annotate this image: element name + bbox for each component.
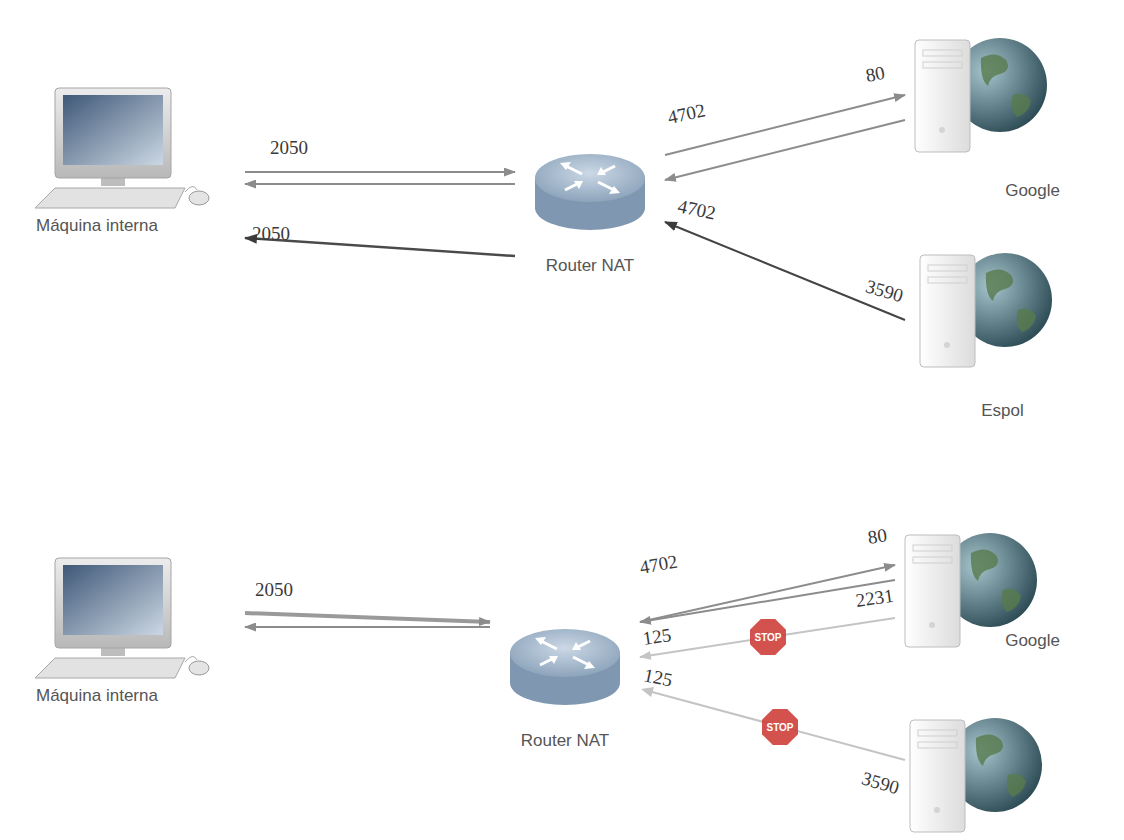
- arrow-head: [641, 687, 654, 697]
- router-icon: [535, 154, 645, 230]
- port-number: 80: [864, 63, 886, 87]
- flow-arrow: [245, 613, 490, 622]
- flow-arrow: [245, 626, 490, 628]
- blocked-arrow: [652, 692, 905, 760]
- device-label: Router NAT: [546, 256, 635, 276]
- server-icon: [915, 38, 1047, 152]
- port-number: 2050: [255, 580, 293, 601]
- port-number: 4702: [638, 552, 679, 579]
- device-node: Máquina interna: [30, 80, 245, 240]
- port-number: 4702: [676, 196, 718, 224]
- device-node: Máquina interna: [30, 550, 245, 710]
- stop-sign: STOP: [750, 619, 786, 655]
- device-label: Google: [1005, 181, 1060, 201]
- device-node: Router NAT: [515, 145, 665, 280]
- device-label: Máquina interna: [36, 216, 158, 236]
- flow-arrow: [640, 565, 895, 622]
- computer-icon: [35, 88, 209, 208]
- port-number: 2050: [252, 224, 290, 245]
- flow-arrow: [665, 95, 905, 155]
- device-node: Google: [905, 35, 1100, 205]
- device-node: Google: [895, 530, 1100, 655]
- computer-icon: [35, 558, 209, 678]
- server-icon: [920, 253, 1052, 367]
- port-number: 125: [642, 665, 674, 691]
- device-label: Router NAT: [521, 731, 610, 751]
- flow-arrow: [245, 183, 515, 185]
- flow-arrow: [665, 120, 905, 180]
- port-number: 3590: [863, 276, 905, 307]
- port-number: 2050: [270, 138, 308, 159]
- flow-arrow: [640, 580, 895, 622]
- device-label: Google: [1005, 631, 1060, 651]
- router-icon: [510, 629, 620, 705]
- server-icon: [905, 533, 1037, 647]
- flow-arrow: [665, 222, 905, 320]
- stop-sign: STOP: [762, 709, 798, 745]
- device-node: Router NAT: [490, 620, 640, 755]
- server-icon: [910, 718, 1042, 832]
- device-node: Espol: [905, 245, 1100, 425]
- port-number: 3590: [859, 768, 901, 799]
- flow-arrow: [245, 171, 515, 173]
- port-number: 125: [642, 625, 673, 650]
- port-number: 2231: [855, 586, 896, 612]
- flow-arrow: [640, 618, 895, 657]
- port-number: 80: [867, 525, 889, 548]
- device-label: Máquina interna: [36, 686, 158, 706]
- port-number: 4702: [666, 100, 708, 128]
- device-label: Espol: [981, 401, 1024, 421]
